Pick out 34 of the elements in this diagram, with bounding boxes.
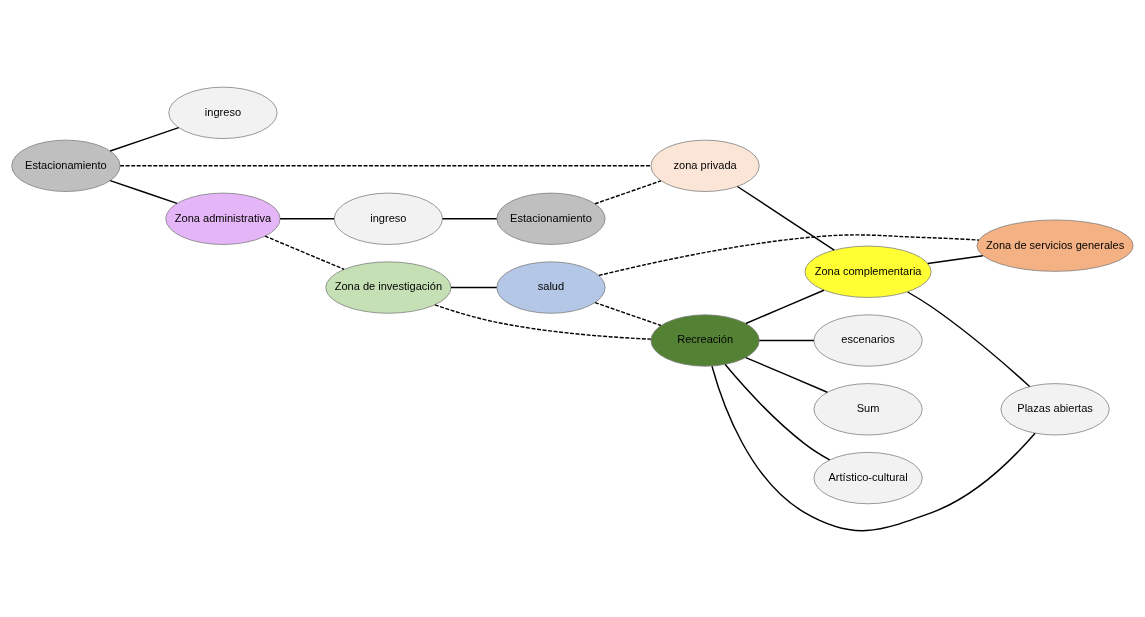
connector <box>594 301 662 326</box>
connector <box>758 339 815 341</box>
connector <box>264 234 345 270</box>
node-ellipse: Estacionamiento <box>496 192 606 245</box>
node-ellipse: Artístico-cultural <box>813 451 923 504</box>
node-ellipse: Plazas abiertas <box>1000 382 1110 435</box>
node-ellipse: ingreso <box>168 86 278 139</box>
node-ellipse: Estacionamiento <box>11 139 121 192</box>
node-ellipse: Zona de investigación <box>325 260 452 314</box>
node-ellipse: Zona administrativa <box>165 192 281 245</box>
node-ellipse: salud <box>496 260 606 314</box>
connector <box>736 185 835 251</box>
connector <box>109 179 178 204</box>
connector <box>724 363 831 461</box>
node-ellipse: zona privada <box>650 139 760 192</box>
connector <box>109 126 180 152</box>
node-ellipse: Recreación <box>650 313 760 367</box>
connector <box>441 217 498 219</box>
node-ellipse: ingreso <box>333 192 443 245</box>
connector <box>594 179 662 204</box>
connector <box>434 303 652 340</box>
connector <box>279 217 335 219</box>
node-ellipse: escenarios <box>813 313 923 367</box>
node-ellipse: Sum <box>813 382 923 435</box>
node-ellipse: Zona complementaria <box>804 245 932 298</box>
connector <box>745 356 828 393</box>
connector <box>745 289 825 324</box>
connector <box>711 365 1036 531</box>
node-ellipse: Zona de servicios generales <box>976 219 1134 272</box>
connector <box>927 254 984 264</box>
connector <box>598 233 980 276</box>
connector <box>119 164 652 167</box>
connector <box>906 290 1031 387</box>
connector <box>450 286 498 288</box>
